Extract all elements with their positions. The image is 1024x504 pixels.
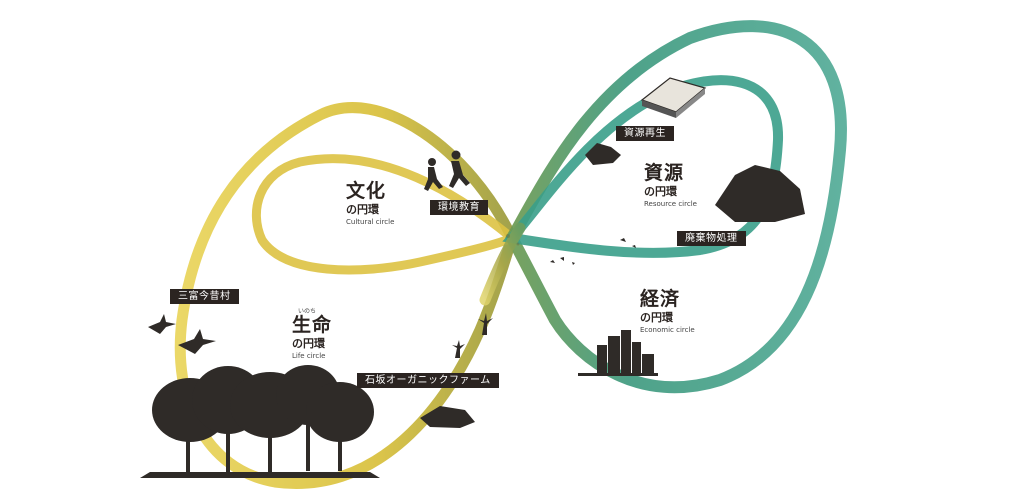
waste-treatment-tag[interactable]: 廃棄物処理 — [677, 231, 746, 246]
culture-subtitle: の円環 — [346, 203, 379, 216]
runners-illustration — [424, 150, 470, 191]
culture-circle-title: 文化 の円環 Cultural circle — [346, 180, 394, 226]
environment-education-tag[interactable]: 環境教育 — [430, 200, 488, 215]
forest-illustration — [140, 365, 380, 478]
resource-recycling-tag[interactable]: 資源再生 — [616, 126, 674, 141]
life-circle-title: 生命 の円環 Life circle — [292, 314, 332, 360]
life-ruby: いのち — [298, 308, 317, 315]
resource-circle-title: 資源 の円環 Resource circle — [644, 162, 697, 208]
organic-farm-tag[interactable]: 石坂オーガニックファーム — [357, 373, 499, 388]
life-subtitle: の円環 — [292, 337, 325, 350]
economy-loop — [505, 20, 847, 394]
rubble-illustration — [550, 143, 805, 265]
economy-circle-title: 経済 の円環 Economic circle — [640, 288, 695, 334]
crossing-texture — [506, 234, 520, 246]
culture-english: Cultural circle — [346, 218, 395, 226]
life-english: Life circle — [292, 352, 326, 360]
paper-stack-illustration — [640, 77, 707, 118]
economy-english: Economic circle — [640, 326, 695, 334]
city-illustration — [578, 330, 658, 376]
culture-loop — [251, 154, 521, 275]
resource-loop — [502, 75, 784, 258]
economy-subtitle: の円環 — [640, 311, 673, 324]
resource-english: Resource circle — [644, 200, 697, 208]
resource-subtitle: の円環 — [644, 185, 677, 198]
resource-title: 資源 — [644, 162, 685, 184]
economy-title: 経済 — [640, 288, 681, 310]
life-title: 生命 — [292, 314, 333, 336]
sanpu-village-tag[interactable]: 三富今昔村 — [170, 289, 239, 304]
crossing-strand — [479, 222, 526, 306]
culture-title: 文化 — [346, 180, 387, 202]
sprouts-illustration — [420, 313, 493, 428]
birds-illustration — [148, 314, 216, 354]
